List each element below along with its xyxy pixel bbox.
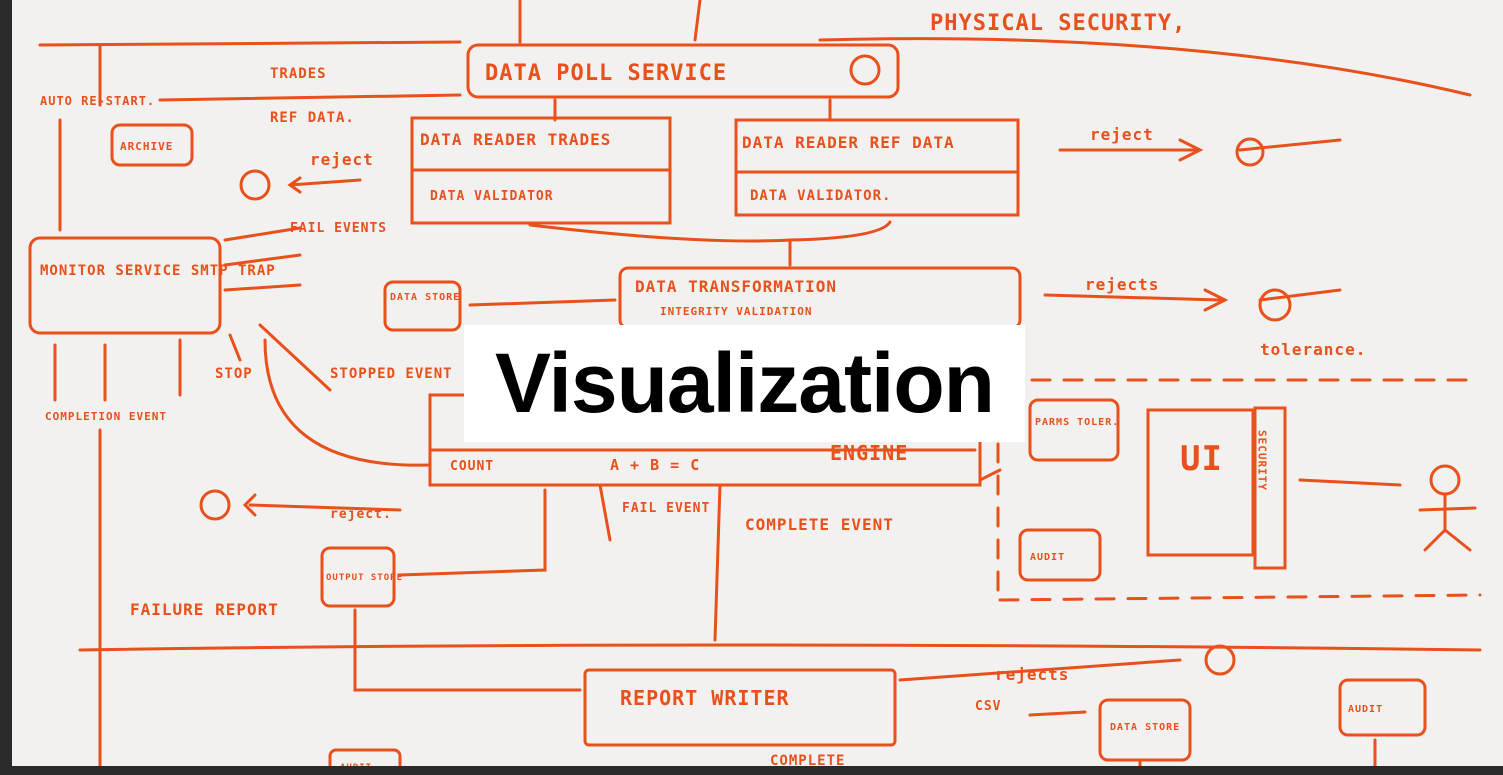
parms-toler-store: [1028, 398, 1120, 462]
ui-box: [1146, 408, 1255, 557]
label-security: SECURITY: [1256, 430, 1269, 491]
label-data-transformation: DATA TRANSFORMATION: [635, 277, 837, 296]
label-reject-1: reject: [310, 150, 374, 169]
label-data-reader-trades: DATA READER TRADES: [420, 130, 611, 149]
audit-store-1: [1018, 528, 1102, 582]
label-archive: ARCHIVE: [120, 140, 173, 153]
label-tolerance: tolerance.: [1260, 340, 1366, 359]
title-overlay: Visualization: [464, 325, 1025, 442]
label-physical-security: PHYSICAL SECURITY,: [930, 11, 1186, 36]
label-data-reader-ref: DATA READER REF DATA: [742, 133, 955, 152]
label-ref-data: REF DATA.: [270, 110, 355, 126]
label-csv: CSV: [975, 699, 1001, 714]
label-count: COUNT: [450, 459, 494, 474]
label-complete-event: COMPLETE EVENT: [745, 515, 894, 534]
label-failure-report: FAILURE REPORT: [130, 600, 279, 619]
report-writer-box: [583, 668, 897, 747]
label-reject-3: reject.: [330, 507, 392, 522]
output-store: [320, 546, 396, 608]
label-trades: TRADES: [270, 66, 327, 82]
label-audit-1: AUDIT: [1030, 552, 1065, 563]
audit-store-3: [328, 748, 402, 775]
overlay-title: Visualization: [495, 336, 995, 430]
security-box: [1253, 406, 1287, 570]
top-line: [38, 40, 462, 47]
label-stop: STOP: [215, 366, 253, 382]
label-data-validator-1: DATA VALIDATOR: [430, 189, 554, 204]
actor-head: [1429, 464, 1461, 496]
label-data-store-1: DATA STORE: [390, 292, 460, 303]
label-stopped-event: STOPPED EVENT: [330, 366, 453, 382]
board-frame-left: [0, 0, 12, 775]
label-report-writer: REPORT WRITER: [620, 686, 790, 710]
label-fail-events: FAIL EVENTS: [290, 221, 387, 236]
archive-store: [110, 123, 194, 167]
label-reject-2: reject: [1090, 125, 1154, 144]
label-audit-2: AUDIT: [1348, 704, 1383, 715]
data-poll-service-box: [466, 43, 900, 99]
label-engine: ENGINE: [830, 441, 908, 465]
label-rejects-2: rejects: [995, 665, 1069, 684]
label-output-store: OUTPUT STORE: [326, 573, 403, 583]
board-frame-bottom: [0, 766, 1503, 775]
audit-store-2: [1338, 678, 1427, 737]
label-rejects-1: rejects: [1085, 275, 1159, 294]
label-fail-event: FAIL EVENT: [622, 501, 710, 516]
label-completion-event: COMPLETION EVENT: [45, 410, 167, 423]
label-formula: A + B = C: [610, 456, 700, 474]
data-store-2: [1098, 698, 1192, 762]
label-data-validator-2: DATA VALIDATOR.: [750, 188, 891, 204]
label-data-poll-service: DATA POLL SERVICE: [485, 61, 727, 86]
label-ui: UI: [1180, 439, 1223, 479]
label-auto-restart: AUTO RE-START.: [40, 94, 155, 108]
label-complete-bottom: COMPLETE: [770, 753, 845, 769]
label-integrity-validation: INTEGRITY VALIDATION: [660, 305, 812, 318]
data-store-1: [383, 280, 462, 332]
monitor-service-box: [28, 236, 222, 335]
label-data-store-2: DATA STORE: [1110, 722, 1180, 733]
data-reader-ref-box: [734, 118, 1020, 217]
label-monitor-service: MONITOR SERVICE SMTP TRAP: [40, 263, 276, 279]
label-parms-toler: PARMS TOLER.: [1035, 417, 1119, 428]
